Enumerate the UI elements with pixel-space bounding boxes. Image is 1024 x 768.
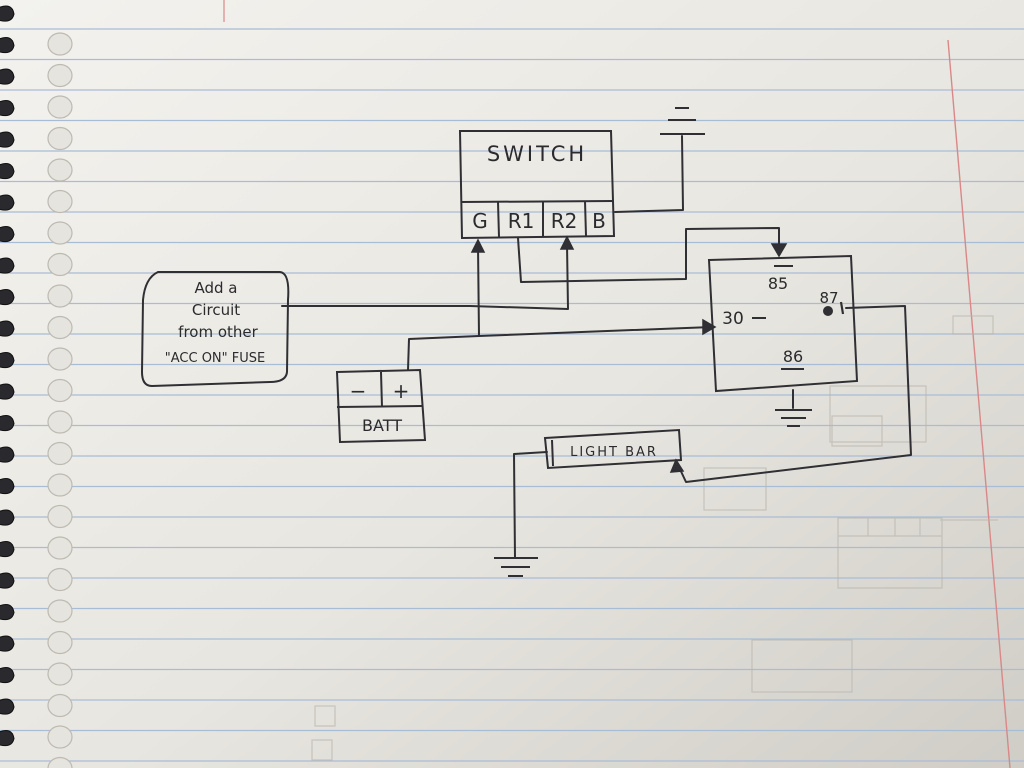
note-line-1: Add a bbox=[194, 279, 237, 297]
spiral-ring bbox=[0, 604, 15, 621]
paper-rules bbox=[0, 20, 1024, 768]
punched-hole bbox=[47, 630, 73, 655]
punched-hole bbox=[47, 504, 73, 529]
ground-symbol-top bbox=[660, 107, 705, 135]
spiral-ring bbox=[0, 194, 15, 211]
light-bar-end-mark bbox=[551, 439, 554, 467]
punched-hole bbox=[47, 725, 73, 749]
spiral-ring bbox=[0, 383, 15, 400]
wire-acc-fuse-to-r2 bbox=[281, 243, 569, 310]
wire-switch-b-to-ground bbox=[614, 135, 684, 213]
battery-pos-terminal: + bbox=[393, 379, 410, 403]
spiral-ring bbox=[0, 730, 15, 747]
arrow-into-relay-30 bbox=[702, 318, 717, 336]
arrow-into-lightbar bbox=[669, 458, 685, 473]
punched-hole bbox=[47, 284, 73, 308]
spiral-ring bbox=[0, 37, 15, 54]
punched-hole bbox=[47, 567, 73, 592]
relay-pin-87: 87 bbox=[819, 289, 838, 307]
note-line-3: from other bbox=[178, 323, 258, 341]
punched-hole bbox=[47, 158, 73, 182]
relay-87-mark bbox=[839, 301, 845, 315]
arrow-into-switch-g bbox=[470, 238, 486, 253]
spiral-ring bbox=[0, 68, 15, 85]
spiral-ring bbox=[0, 572, 15, 589]
spiral-ring bbox=[0, 541, 15, 558]
spiral-ring bbox=[0, 698, 15, 715]
punched-hole bbox=[47, 126, 73, 151]
punched-hole bbox=[47, 189, 73, 214]
switch-terminal-b: B bbox=[592, 209, 606, 233]
punched-hole bbox=[47, 32, 73, 56]
note-line-2: Circuit bbox=[192, 301, 240, 319]
relay-pin-85: 85 bbox=[768, 274, 788, 293]
wire-batt-to-switch-g bbox=[477, 244, 480, 337]
punched-hole bbox=[47, 347, 73, 371]
punched-hole bbox=[47, 410, 73, 434]
punched-hole bbox=[47, 63, 73, 88]
wiring bbox=[281, 135, 912, 559]
spiral-ring bbox=[0, 667, 15, 684]
switch-terminal-r1: R1 bbox=[508, 209, 535, 233]
switch-terminal-r2: R2 bbox=[551, 209, 578, 233]
punched-hole bbox=[47, 693, 73, 718]
punched-hole bbox=[47, 252, 73, 277]
spiral-ring bbox=[0, 226, 15, 243]
wire-lightbar-to-ground bbox=[513, 451, 548, 559]
spiral-ring bbox=[0, 5, 15, 22]
spiral-ring bbox=[0, 415, 15, 432]
switch-title: SWITCH bbox=[487, 142, 587, 166]
spiral-ring bbox=[0, 100, 15, 117]
punched-hole bbox=[47, 536, 73, 560]
relay-block bbox=[707, 254, 859, 393]
punched-hole bbox=[47, 315, 73, 340]
spiral-ring bbox=[0, 478, 15, 495]
punched-hole bbox=[47, 221, 73, 245]
punched-hole bbox=[47, 662, 73, 686]
spiral-ring bbox=[0, 289, 15, 306]
wire-relay-87-to-lightbar bbox=[677, 305, 912, 483]
arrow-into-relay-85 bbox=[770, 243, 788, 258]
bleed-through-sketch bbox=[311, 315, 998, 761]
spiral-ring bbox=[0, 257, 15, 274]
ground-symbol-bottom bbox=[494, 557, 538, 577]
relay-pin-86: 86 bbox=[783, 347, 803, 366]
punched-hole bbox=[47, 441, 73, 466]
ground-symbol-relay bbox=[775, 409, 812, 427]
light-bar-label: LIGHT BAR bbox=[570, 445, 658, 460]
punched-hole bbox=[47, 756, 73, 768]
arrow-into-switch-r2 bbox=[559, 235, 575, 250]
arrowheads bbox=[470, 235, 788, 473]
spiral-ring bbox=[0, 446, 15, 463]
punched-hole bbox=[47, 378, 73, 403]
battery-neg-terminal: − bbox=[350, 379, 367, 403]
spiral-binding bbox=[0, 5, 73, 768]
spiral-ring bbox=[0, 163, 15, 180]
note-line-4: "ACC ON" FUSE bbox=[165, 351, 265, 366]
note-box bbox=[140, 271, 290, 388]
wire-r1-to-relay-85 bbox=[517, 227, 780, 283]
spiral-ring bbox=[0, 352, 15, 369]
spiral-ring bbox=[0, 635, 15, 652]
spiral-ring bbox=[0, 320, 15, 337]
battery-block bbox=[335, 368, 427, 444]
battery-label: BATT bbox=[362, 416, 402, 435]
punched-hole bbox=[47, 473, 73, 497]
relay-pin-30: 30 bbox=[722, 309, 744, 329]
wire-batt-to-relay-30 bbox=[407, 326, 713, 371]
spiral-ring bbox=[0, 509, 15, 526]
punched-hole bbox=[47, 95, 73, 119]
relay-87-contact bbox=[823, 306, 833, 316]
spiral-ring bbox=[0, 131, 15, 148]
punched-hole bbox=[47, 599, 73, 623]
margin-line bbox=[947, 39, 1011, 768]
light-bar-block bbox=[543, 428, 683, 470]
switch-terminal-g: G bbox=[472, 209, 488, 233]
switch-block bbox=[458, 130, 616, 240]
